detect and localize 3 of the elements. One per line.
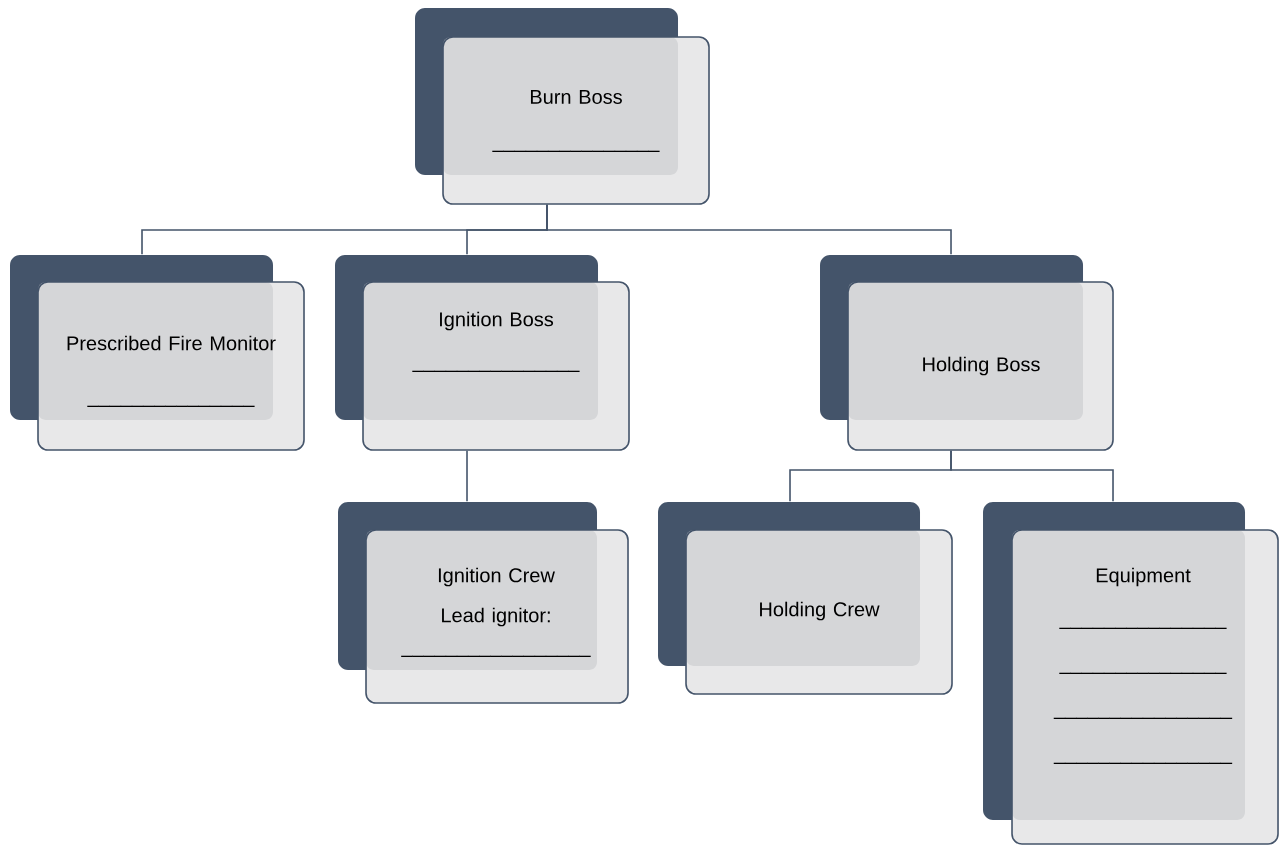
connector-line: [950, 450, 1114, 502]
connector-line: [546, 204, 952, 255]
connector-line: [466, 450, 468, 502]
